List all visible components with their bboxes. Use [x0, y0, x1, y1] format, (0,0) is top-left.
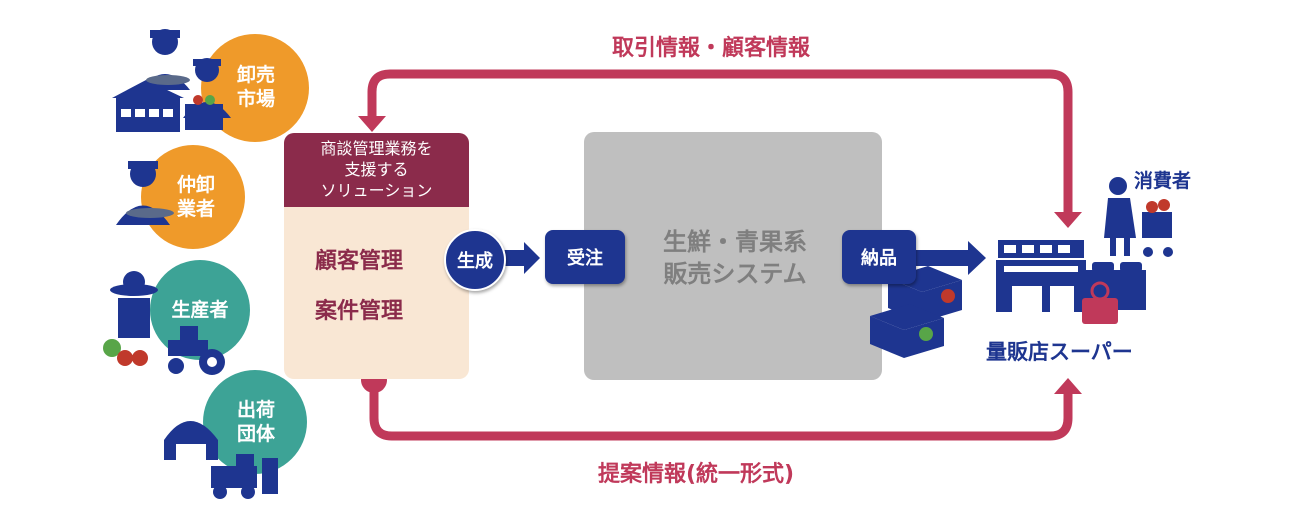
middle-wholesaler-icon — [116, 145, 245, 249]
consumer-icon — [1104, 177, 1173, 257]
delivery-boxes-icon — [870, 266, 962, 358]
source-wholesale-market-label: 卸売市場 — [236, 64, 275, 110]
source-shipping-group-label: 出荷団体 — [236, 399, 275, 445]
consumer-label: 消費者 — [1134, 170, 1192, 192]
bottom-flow-label: 提案情報(統一形式) — [598, 462, 795, 487]
sales-system-label: 生鮮・青果系 販売システム — [663, 228, 807, 288]
source-producer-label: 生産者 — [171, 299, 229, 321]
solution-item-customer: 顧客管理 — [314, 249, 403, 274]
shipping-group-icon — [164, 370, 307, 499]
store-icon — [996, 240, 1146, 324]
deliver-badge: 納品 — [842, 230, 916, 284]
arrow-deliver-to-store — [916, 241, 986, 275]
order-badge: 受注 — [545, 230, 625, 284]
wholesale-market-icon — [112, 29, 309, 142]
source-middle-wholesaler-label: 仲卸業者 — [176, 174, 215, 220]
bottom-flow-line — [369, 380, 1073, 441]
solution-header: 商談管理業務を 支援する ソリューション — [284, 133, 469, 207]
solution-item-deal: 案件管理 — [314, 299, 403, 324]
top-flow-arrowhead-left — [358, 116, 386, 132]
bottom-flow-arrowhead — [1054, 378, 1082, 394]
producer-icon — [103, 260, 250, 375]
top-flow-line — [367, 69, 1073, 215]
generate-badge: 生成 — [444, 229, 506, 291]
top-flow-label: 取引情報・顧客情報 — [612, 36, 811, 61]
store-label: 量販店スーパー — [986, 340, 1133, 364]
top-flow-arrowhead-right — [1054, 212, 1082, 228]
solution-card: 商談管理業務を 支援する ソリューション 顧客管理 案件管理 — [284, 133, 469, 379]
arrow-generate-to-order — [496, 242, 540, 274]
